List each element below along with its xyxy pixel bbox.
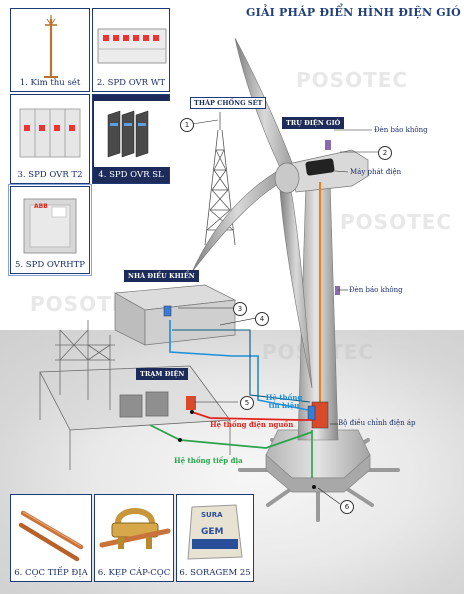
product-card-spd-ovr-sl[interactable]: 4. SPD OVR SL [92, 94, 170, 184]
product-label: 6. SORAGEM 25 [179, 568, 251, 578]
product-label: 3. SPD OVR T2 [17, 170, 83, 180]
spd-enclosure-icon [23, 198, 77, 254]
marker-4: 4 [255, 312, 269, 326]
soragem-bag-icon [187, 504, 243, 560]
obstacle-light-mid-label: Đèn báo không [349, 286, 403, 294]
spd-module-icon [19, 108, 81, 158]
product-label: 6. CỌC TIẾP ĐỊA [14, 568, 88, 578]
spd-module-icon [94, 101, 170, 167]
product-label: 4. SPD OVR SL [98, 170, 164, 180]
marker-1: 1 [180, 118, 194, 132]
control-house-tag: NHÀ ĐIỀU KHIỂN [124, 270, 199, 282]
product-card-soragem[interactable]: SURA GEM 6. SORAGEM 25 [176, 494, 254, 582]
product-label: 5. SPD OVRHTP [14, 260, 86, 270]
marker-3: 3 [233, 302, 247, 316]
lightning-tower [204, 112, 236, 246]
turbine-foundation [265, 429, 371, 493]
product-card-ground-rod[interactable]: 6. CỌC TIẾP ĐỊA [10, 494, 92, 582]
signal-line [169, 320, 309, 411]
generator-label: Máy phát điện [350, 168, 402, 176]
product-card-air-terminal[interactable]: 1. Kim thu sét [10, 8, 90, 92]
leader-lines [178, 119, 380, 505]
page-title: GIẢI PHÁP ĐIỂN HÌNH ĐIỆN GIÓ [246, 6, 461, 19]
obstacle-light-mid [335, 286, 340, 295]
watermark: POSOTEC [296, 68, 409, 92]
marker-6: 6 [340, 500, 354, 514]
power-line [191, 411, 312, 421]
product-label: 2. SPD OVR WT [96, 78, 166, 88]
grounding-line [149, 424, 313, 449]
control-building [113, 284, 237, 346]
product-card-spd-ovrhtp[interactable]: ABB 5. SPD OVRHTP [8, 184, 92, 276]
soragem-brand: SURA [201, 511, 223, 519]
product-card-spd-ovr-t2[interactable]: 3. SPD OVR T2 [10, 94, 90, 184]
voltage-regulator-label: Bộ điều chỉnh điện áp [338, 419, 416, 427]
product-label: 1. Kim thu sét [19, 78, 81, 88]
obstacle-light-top-label: Đèn báo không [374, 126, 428, 134]
product-card-spd-ovr-wt[interactable]: 2. SPD OVR WT [92, 8, 170, 92]
signal-system-label: Hệ thống tín hiệu [265, 393, 303, 410]
product-label: 6. KẸP CÁP-CỌC [97, 568, 171, 578]
marker-2: 2 [378, 146, 392, 160]
ground-rod-icon [18, 510, 84, 562]
soragem-name: GEM [201, 527, 224, 537]
signal-line-dark [172, 329, 311, 403]
marker-5: 5 [240, 396, 254, 410]
turbine-nacelle [274, 140, 369, 194]
power-system-label: Hệ thống điện nguồn [210, 420, 294, 429]
lightning-rod-icon [44, 15, 58, 78]
u-bolt-clamp-icon [99, 508, 171, 549]
tower-tag: THÁP CHỐNG SÉT [190, 97, 267, 109]
turbine-tag: TRỤ ĐIỆN GIÓ [282, 117, 345, 129]
substation [39, 320, 231, 470]
spd-module-icon [97, 28, 167, 64]
substation-tag: TRẠM ĐIỆN [136, 368, 189, 380]
product-card-clamp[interactable]: 6. KẸP CÁP-CỌC [94, 494, 174, 582]
grounding-system-label: Hệ thống tiếp địa [174, 456, 243, 465]
watermark: POSOTEC [340, 210, 453, 234]
abb-logo: ABB [34, 203, 48, 210]
